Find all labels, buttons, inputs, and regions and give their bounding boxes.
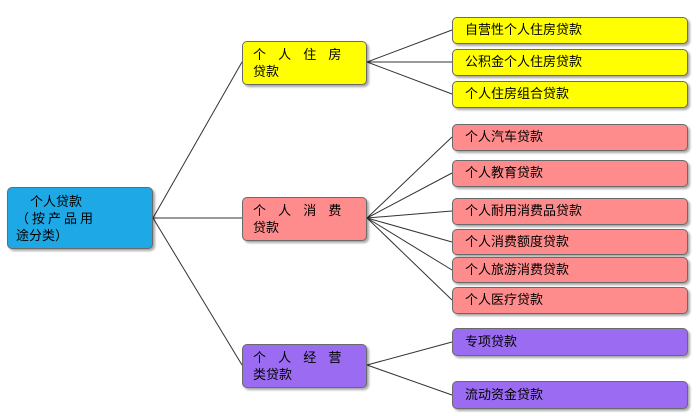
leaf-label: 个人汽车贷款 [465, 130, 544, 145]
connector-consumer-leaf-5 [366, 217, 453, 271]
connector-consumer-leaf-3 [366, 210, 453, 219]
leaf-self-operated-housing-loan: 自营性个人住房贷款 [452, 17, 688, 44]
branch-business-line-2: 类贷款 [253, 368, 293, 383]
connector-consumer-leaf-4 [366, 217, 453, 243]
connector-business-leaf-1 [366, 341, 453, 366]
connector-consumer-leaf-6 [366, 217, 453, 301]
connector-consumer-leaf-1 [366, 136, 453, 219]
leaf-travel-loan: 个人旅游消费贷款 [452, 257, 688, 283]
leaf-label: 专项贷款 [465, 334, 518, 350]
branch-consumer-line-1: 个 人 消 费 [253, 204, 346, 219]
leaf-label: 个人消费额度贷款 [465, 234, 570, 250]
connector-housing-leaf-3 [366, 61, 453, 95]
connector-root-business [152, 217, 243, 366]
leaf-label: 公积金个人住房贷款 [465, 55, 583, 70]
leaf-label: 个人旅游消费贷款 [465, 262, 570, 278]
leaf-label: 流动资金贷款 [465, 387, 544, 403]
connector-root-housing [152, 61, 243, 219]
root-line-1: 个人贷款 [30, 195, 83, 210]
branch-consumer-line-2: 贷款 [253, 221, 280, 236]
root-line-2: （按产品用 [16, 212, 97, 227]
branch-housing-line-2: 贷款 [253, 65, 280, 80]
branch-housing-loan: 个 人 住 房 贷款 [242, 41, 367, 85]
leaf-label: 个人住房组合贷款 [465, 87, 570, 102]
branch-business-line-1: 个 人 经 营 [253, 351, 346, 366]
leaf-auto-loan: 个人汽车贷款 [452, 124, 688, 151]
leaf-label: 个人医疗贷款 [465, 293, 544, 308]
leaf-provident-fund-housing-loan: 公积金个人住房贷款 [452, 49, 688, 76]
leaf-education-loan: 个人教育贷款 [452, 160, 688, 187]
leaf-label: 个人教育贷款 [465, 166, 544, 181]
leaf-consumer-credit-line-loan: 个人消费额度贷款 [452, 229, 688, 255]
root-node: 个人贷款 （按产品用 途分类） [7, 187, 153, 249]
branch-housing-line-1: 个 人 住 房 [253, 48, 346, 63]
leaf-label: 自营性个人住房贷款 [465, 23, 583, 38]
leaf-medical-loan: 个人医疗贷款 [452, 287, 688, 314]
connector-business-leaf-2 [366, 364, 453, 396]
root-line-3: 途分类） [16, 229, 69, 244]
branch-business-loan: 个 人 经 营 类贷款 [242, 344, 367, 388]
connector-consumer-leaf-2 [366, 172, 453, 219]
connector-housing-leaf-1 [366, 29, 453, 63]
branch-consumer-loan: 个 人 消 费 贷款 [242, 197, 367, 241]
leaf-combined-housing-loan: 个人住房组合贷款 [452, 81, 688, 108]
leaf-special-loan: 专项贷款 [452, 328, 688, 356]
leaf-label: 个人耐用消费品贷款 [465, 204, 583, 219]
leaf-durable-goods-loan: 个人耐用消费品贷款 [452, 198, 688, 225]
leaf-working-capital-loan: 流动资金贷款 [452, 381, 688, 409]
